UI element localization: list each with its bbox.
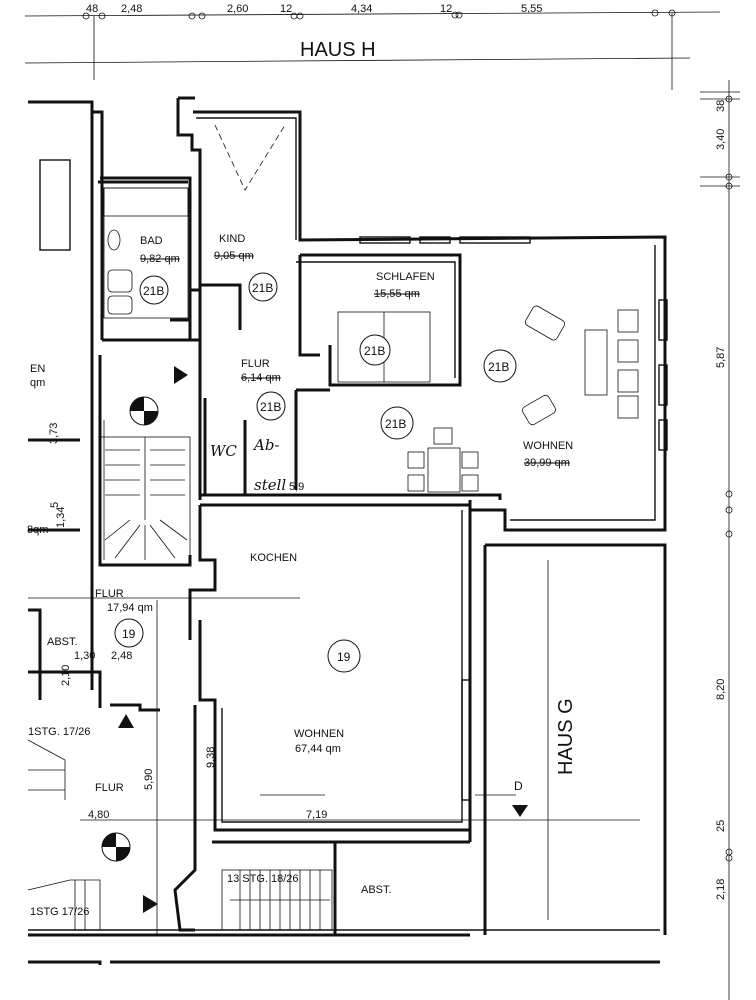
dim-right-38: 38 [715,100,727,112]
area-wohnen-21b: 39,99 qm [524,457,570,469]
windows [39,159,668,801]
top-dimension-chain: 48 2,48 2,60 12 4,34 12 5,55 HAUS H [24,3,721,90]
room-number-flur-21b: 21B [260,400,281,414]
dim-top-12b: 12 [440,3,452,15]
stairs [27,436,333,931]
dim-right-820: 8,20 [715,679,727,700]
area-wohnen-19: 67,44 qm [295,743,341,755]
label-flur-21b: FLUR [241,358,270,370]
label-abstell-2: stell [254,476,286,494]
dim-right-587: 5,87 [715,347,727,368]
arrow-right-icon [174,366,188,384]
label-stairs-lower: 1STG 17/26 [30,906,89,918]
dim-210: 2,10 [60,665,72,686]
room-numbers: 21B 21B 21B 21B 21B 21B 19 19 [114,272,517,673]
arrow-up-icon [118,714,134,728]
axis-markers [101,366,528,913]
dim-719: 7,19 [306,809,327,821]
room-number-schlafen: 21B [364,344,385,358]
label-kind: KIND [219,233,245,245]
dim-right-218: 2,18 [715,879,727,900]
section-marker-label: D [514,779,523,793]
fire-marker-icon [129,396,159,426]
dim-top-260: 2,60 [227,3,248,15]
dim-right-25: 25 [715,820,727,832]
dim-right-340: 3,40 [715,129,727,150]
dim-938: 9,38 [205,747,217,768]
room-labels: BAD 9,82 qm KIND 9,05 qm SCHLAFEN 15,55 … [27,233,577,918]
label-wohnen-19: WOHNEN [294,728,344,740]
area-flur-21b: 6,14 qm [241,372,281,384]
label-left-room: EN [30,363,45,375]
area-left-room: qm [30,377,45,389]
room-number-kind: 21B [252,281,273,295]
label-kochen: KOCHEN [250,552,297,564]
dim-5: 5 [49,502,61,508]
label-wc: WC [210,442,237,460]
label-abstell-1: Ab- [252,436,280,454]
arrow-right-icon [143,895,158,913]
area-schlafen: 15,55 qm [374,288,420,300]
dim-top-48: 48 [86,3,98,15]
room-number-wohnen-19: 19 [337,650,351,664]
label-schlafen: SCHLAFEN [376,271,435,283]
label-stairs-main: 13 STG. 18/26 [227,873,299,885]
label-wohnen-21b: WOHNEN [523,440,573,452]
dim-480: 4,80 [88,809,109,821]
room-number-21b-hall: 21B [385,417,406,431]
right-dimension-chain: 38 3,40 5,87 8,20 25 2,18 [700,80,740,1000]
furniture [28,117,640,935]
fire-marker-icon [101,832,131,862]
dim-373: 3,73 [48,423,60,444]
area-bad: 9,82 qm [140,253,180,265]
dim-top-555: 5,55 [521,3,542,15]
dim-top-12a: 12 [280,3,292,15]
dim-abstell: 5,9 [289,481,304,493]
label-bad: BAD [140,235,163,247]
area-flur-19: 17,94 qm [107,602,153,614]
dim-130: 1,30 [74,650,95,662]
dim-590: 5,90 [143,769,155,790]
label-flur-19: FLUR [95,588,124,600]
room-number-bad: 21B [143,284,164,298]
area-left-room-2: 8qm [27,524,48,536]
area-kind: 9,05 qm [214,250,254,262]
dim-top-434: 4,34 [351,3,372,15]
room-number-flur-19: 19 [122,627,136,641]
dim-top-248: 2,48 [121,3,142,15]
label-flur-stair: FLUR [95,782,124,794]
label-haus-g: HAUS G [555,698,577,775]
building-title: HAUS H [300,39,376,61]
dim-134: 1,34 [55,507,67,528]
label-stairs-upper: 1STG. 17/26 [28,726,90,738]
dim-248: 2,48 [111,650,132,662]
section-arrow-icon [512,805,528,817]
label-abst-19: ABST. [47,636,78,648]
label-abst-stair: ABST. [361,884,392,896]
room-number-wohnen-21b: 21B [488,360,509,374]
